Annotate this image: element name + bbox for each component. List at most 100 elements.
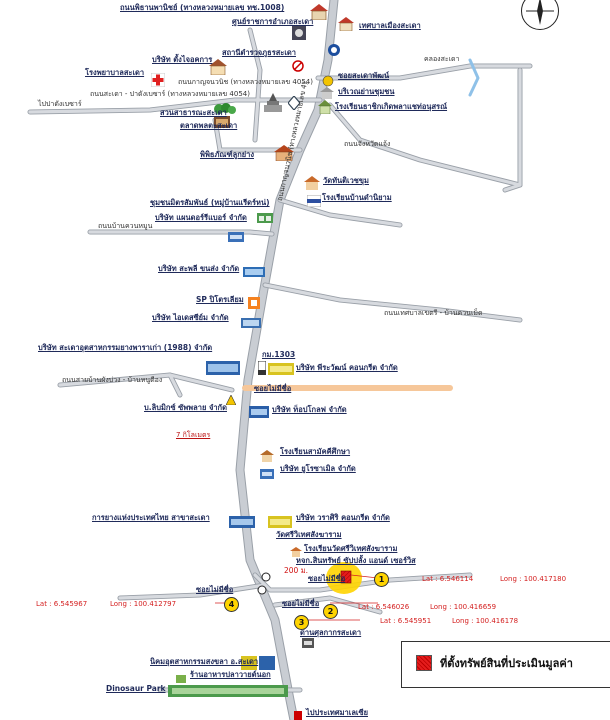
label-transport-company: บริษัท สะพลี ขนส่ง จำกัด (158, 264, 240, 273)
label-company-1: บริษัท ตั้งไจอคการ (152, 55, 213, 64)
map-legend: ที่ตั้งทรัพย์สินที่ประเมินมูลค่า (401, 641, 610, 688)
legend-site-swatch (416, 655, 432, 671)
marker-2: 2 (323, 604, 338, 619)
label-soi-sadao-phat: ซอยสะเดาพัฒน์ (338, 71, 390, 80)
label-temple-1: วัดทันติเวชขุม (323, 176, 369, 185)
label-company-2: บริษัท แผนดอร์รีแบอร์ จำกัด (155, 213, 247, 222)
road-label-ban-phang: ถนนสายบ้านผังบ่วง - บ้านหนูดีอง (62, 376, 163, 384)
school-icon (260, 447, 274, 462)
marker-4-long: Long : 100.412797 (110, 600, 177, 608)
label-concrete-company-2: บริษัท วราศิริ คอนกรีต จำกัด (296, 513, 390, 522)
property-site (340, 570, 352, 584)
concrete-factory-icon (268, 360, 294, 375)
label-school-1: โรงเรียนธาชิกเกิดพลาแชท่อนุสรณ์ (335, 102, 448, 111)
marker-3: 3 (294, 615, 309, 630)
canal (468, 58, 480, 97)
industrial-estate-icon (241, 655, 275, 670)
park-trees-icon (214, 100, 236, 114)
no-entry-sign-icon (292, 57, 304, 72)
pagoda-monument-icon (262, 93, 284, 113)
road-label-provincial: ถนนจังหวัดแจ้ง (344, 140, 391, 148)
label-unnamed-soi-2: ซอยไม่มีชื่อ (308, 574, 346, 583)
road-label-ban-khuan: ถนนบ้านควนหมูน (98, 222, 153, 230)
rubber-authority-icon (229, 513, 255, 528)
marker-1-lat: Lat : 6.546114 (422, 575, 474, 583)
label-company-4: บริษัท ยูโรซาเมิล จำกัด (280, 464, 356, 473)
label-unnamed-soi-3: ซอยไม่มีชื่อ (196, 585, 234, 594)
label-top-glove: บริษัท ท็อปโกลฟ จำกัด (272, 405, 347, 414)
label-hospital: โรงพยาบาลสะเดา (85, 68, 145, 77)
label-municipality: เทศบาลเมืองสะเดา (359, 21, 421, 30)
label-school-2: โรงเรียนบ้านดำนิยาม (322, 193, 392, 202)
road-label-to-padang-besar: ไปปาดังเบซาร์ (38, 100, 82, 108)
label-community: บริเวณย่านชุมชน (338, 87, 395, 96)
label-dinosaur-park: Dinosaur Park (106, 684, 166, 693)
road-label-thesaban: ถนนเทศบาลเขตรี - บ้านควนเม็ด (384, 309, 483, 317)
temple-icon (290, 542, 302, 557)
label-canal: คลองสะเดา (424, 55, 460, 63)
road-label-sadao-padang: ถนนสะเดา - ปาดังเบซาร์ (ทางหลวงหมายเลข 4… (90, 90, 250, 98)
label-school-4: โรงเรียนวัดศรีวิเทศสังฆาราม (304, 544, 398, 553)
label-market: ตลาดพลตะสะเดา (180, 121, 238, 130)
factory-icon (228, 227, 244, 242)
place-marker-icon (322, 72, 334, 87)
warning-sign-icon (225, 390, 237, 406)
customs-building-icon (302, 633, 314, 648)
police-badge-icon (327, 42, 341, 56)
restaurant-icon (176, 668, 186, 683)
marker-2-long: Long : 100.416659 (430, 603, 497, 611)
label-company-3: บริษัท ไอเดสซีย์ม จำกัด (152, 313, 229, 322)
label-customs: ด่านศุลกากรสะเดา (300, 628, 362, 637)
hospital-cross-icon (150, 72, 166, 88)
label-unnamed-soi-1: ซอยไม่มีชื่อ (254, 384, 292, 393)
marker-4-lat: Lat : 6.545967 (36, 600, 88, 608)
museum-building-icon (274, 145, 294, 162)
community-house-icon (320, 84, 334, 99)
marker-3-lat: Lat : 6.545951 (380, 617, 432, 625)
label-unnamed-soi-4: ซอยไม่มีชื่อ (282, 599, 320, 608)
rubber-factory-icon (206, 360, 240, 375)
label-public-park: สวนสาธารณะสะเดา (160, 108, 227, 117)
temple-icon (304, 175, 320, 190)
label-km-post: กม.1303 (262, 350, 296, 359)
label-distance-7km: 7 กิโลเมตร (176, 431, 211, 439)
label-rubber-authority: การยางแห่งประเทศไทย สาขาสะเดา (92, 513, 210, 522)
school-flag-icon (306, 192, 322, 208)
label-museum: พิพิธภัณฑ์ลูกย่าง (200, 150, 254, 159)
factory-icon (260, 464, 274, 479)
label-police-station: สถานีตำรวจภูธรสะเดา (222, 48, 296, 57)
marker-4: 4 (224, 597, 239, 612)
label-partnership: หจก.สินทรัพย์ ซัปปลั้ง แอนด์ เซอร์วิส (296, 556, 416, 565)
glove-factory-icon (249, 403, 269, 418)
label-200m: 200 ม. (284, 566, 309, 575)
municipality-building-icon (338, 16, 354, 32)
marker-1: 1 (374, 572, 389, 587)
marker-3-long: Long : 100.416178 (452, 617, 519, 625)
marker-1-long: Long : 100.417180 (500, 575, 567, 583)
concrete-factory-icon (268, 513, 292, 528)
government-building-icon (310, 4, 328, 21)
truck-transport-icon (243, 262, 265, 277)
north-arrow-icon (521, 0, 559, 30)
road-label-kanjanavanich-4054: ถนนกาญจนวนิช (ทางหลวงหมายเลข 4054) (178, 78, 313, 86)
label-village: ชุมชนมิตรสัมพันธ์ (หมู่บ้านแรีดร์หน่) (150, 198, 270, 207)
label-to-malaysia: ไปประเทศมาเลเซีย (306, 708, 368, 717)
label-rubber-company: บริษัท สะเดาอุตสาหกรรมยางพาราเก่า (1988)… (38, 343, 213, 352)
police-station-icon (292, 25, 306, 40)
label-school-3: โรงเรียนสามัคคีศึกษา (280, 447, 351, 456)
direction-pin-icon (294, 706, 302, 720)
school-icon (318, 99, 332, 115)
label-sp-petroleum: SP ปิโตรเลียม (196, 295, 244, 304)
label-district-office: ศูนย์ราชการอำเภอสะเดา (232, 17, 314, 26)
gas-station-icon (248, 294, 260, 309)
marker-2-lat: Lat : 6.546026 (358, 603, 410, 611)
market-building-icon (214, 113, 230, 128)
label-restaurant: ร้านอาหารปลาวายต์นอก (190, 670, 271, 679)
legend-site-label: ที่ตั้งทรัพย์สินที่ประเมินมูลค่า (440, 657, 573, 670)
label-industrial-estate: นิคมอุตสาหกรรมสงขลา อ.สะเดา (150, 657, 259, 666)
village-houses-icon (257, 208, 273, 223)
label-supply-company: บ.ลิบมิกซ์ ซัพพลาย จำกัด (144, 403, 227, 412)
factory-icon (241, 313, 261, 328)
